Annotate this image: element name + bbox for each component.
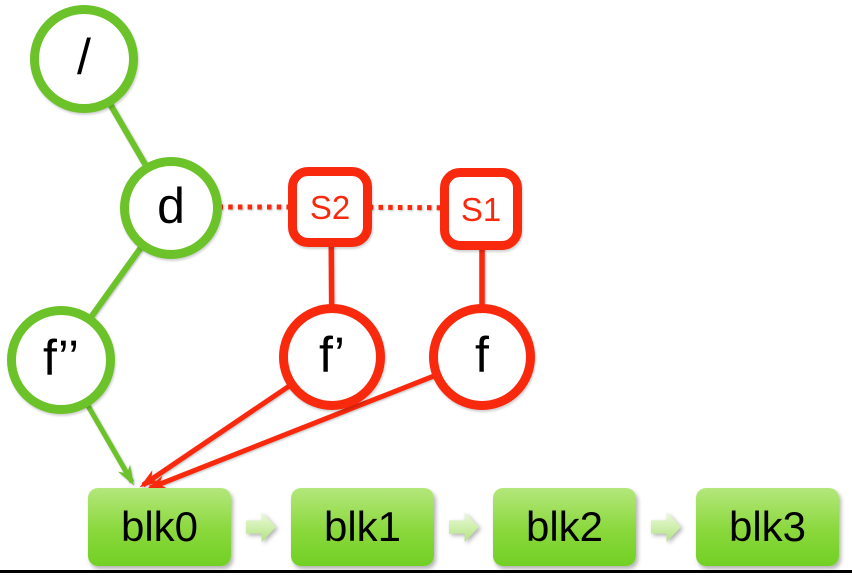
block-blk2-label: blk2	[525, 503, 604, 550]
node-root-label: /	[77, 29, 91, 85]
block-blk1: blk1	[291, 488, 434, 566]
block-blk0: blk0	[88, 488, 231, 566]
flow-arrow-icon	[449, 512, 479, 542]
node-f-doubleprime: f’’	[7, 306, 115, 414]
block-blk3: blk3	[696, 488, 839, 566]
bottom-divider	[0, 570, 852, 573]
snapshot-s1: S1	[440, 168, 522, 250]
block-blk2: blk2	[493, 488, 636, 566]
node-f-prime-label: f’	[319, 327, 345, 383]
node-f-doubleprime-label: f’’	[42, 330, 80, 386]
snapshot-s1-label: S1	[460, 190, 502, 228]
right-arrow-shape	[246, 512, 276, 542]
node-f-prime: f’	[279, 304, 385, 410]
block-blk1-label: blk1	[323, 503, 402, 550]
node-root: /	[30, 5, 138, 113]
flow-arrow-icon	[246, 512, 276, 542]
snapshot-s2-label: S2	[309, 188, 351, 226]
edge-f0-to-blk0-arrow	[146, 354, 483, 491]
node-dir: d	[120, 157, 222, 259]
flow-arrow-icon	[651, 512, 681, 542]
node-f-label: f	[475, 327, 489, 383]
block-blk0-label: blk0	[120, 503, 199, 550]
block-blk3-label: blk3	[728, 503, 807, 550]
right-arrow-shape	[449, 512, 479, 542]
node-dir-label: d	[157, 178, 185, 234]
snapshot-s2: S2	[288, 167, 372, 247]
node-f: f	[429, 304, 535, 410]
right-arrow-shape	[651, 512, 681, 542]
